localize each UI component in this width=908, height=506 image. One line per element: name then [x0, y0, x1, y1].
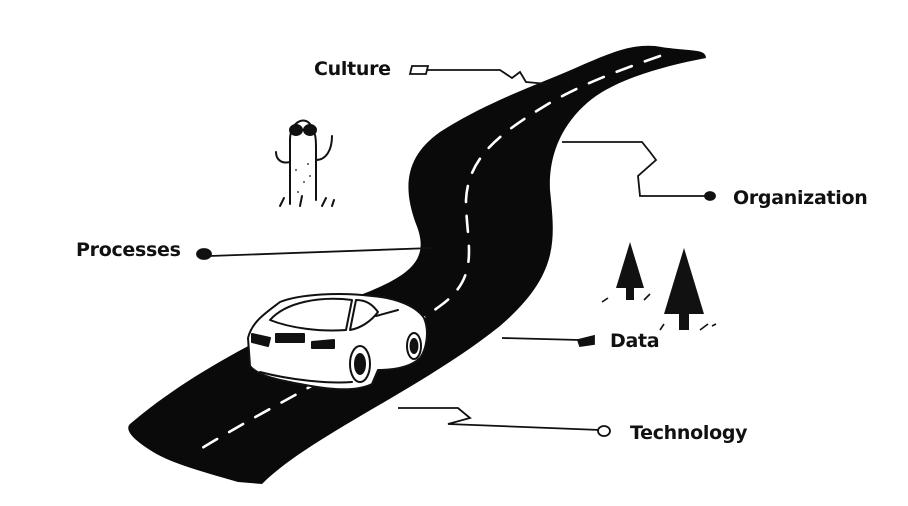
data-marker-icon — [576, 334, 595, 347]
label-processes: Processes — [76, 239, 181, 261]
label-data: Data — [610, 330, 660, 352]
processes-leader — [209, 247, 433, 257]
pine-tree-icon — [601, 242, 651, 303]
technology-marker-icon — [597, 425, 611, 437]
pine-tree-icon — [659, 248, 717, 331]
organization-marker-icon — [704, 191, 716, 201]
leader-markers — [196, 65, 716, 437]
car-icon — [247, 293, 428, 391]
technology-leader — [398, 407, 601, 431]
cactus-with-sunglasses-icon — [275, 119, 335, 207]
road-center-line — [194, 54, 662, 454]
leader-lines — [209, 69, 706, 431]
processes-marker-icon — [196, 248, 212, 260]
label-culture: Culture — [314, 58, 391, 80]
data-leader — [501, 337, 581, 341]
culture-marker-icon — [408, 65, 430, 75]
road — [128, 45, 707, 485]
label-technology: Technology — [630, 422, 748, 444]
culture-leader — [426, 69, 549, 85]
label-organization: Organization — [733, 187, 868, 209]
organization-leader — [562, 141, 706, 197]
